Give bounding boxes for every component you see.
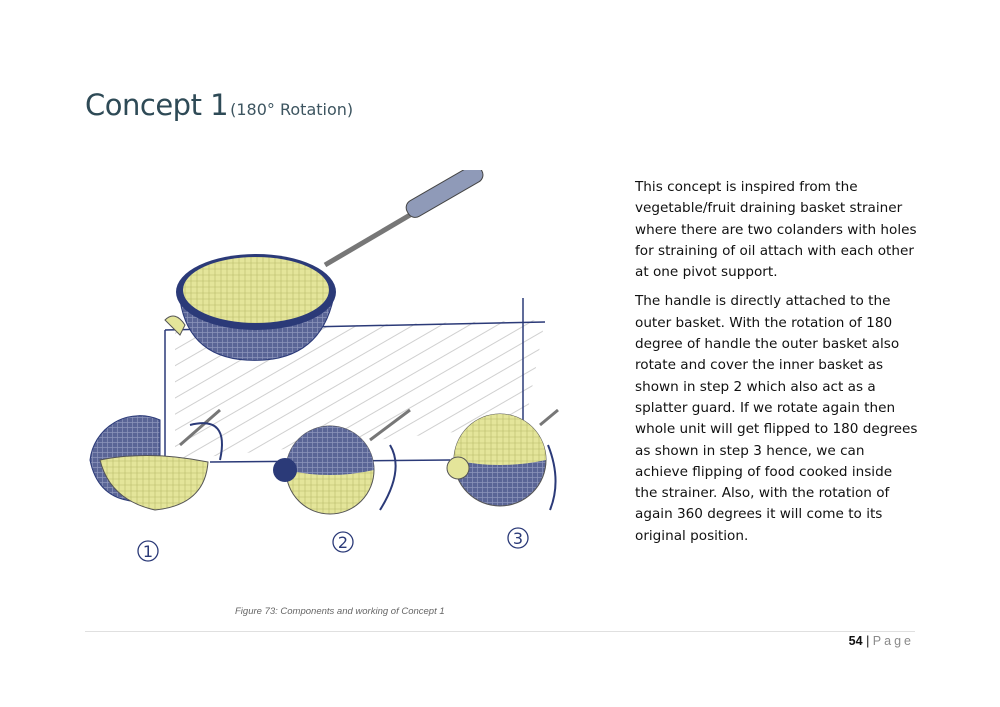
- figure-caption: Figure 73: Components and working of Con…: [235, 606, 445, 617]
- concept-description: This concept is inspired from the vegeta…: [635, 177, 925, 555]
- text-line: original position.: [635, 527, 749, 544]
- text-line: the strainer. Also, with the rotation of: [635, 485, 890, 502]
- text-line: vegetable/fruit draining basket strainer: [635, 200, 903, 217]
- text-line: splatter guard. If we rotate again then: [635, 399, 896, 416]
- step-label-1: 1: [143, 542, 153, 561]
- text-line: where there are two colanders with holes: [635, 221, 917, 238]
- text-line: again 360 degrees it will come to its: [635, 506, 883, 523]
- main-pan: [164, 170, 484, 361]
- paragraph-1: This concept is inspired from the vegeta…: [635, 177, 925, 283]
- title-main: Concept 1: [85, 88, 229, 122]
- text-line: This concept is inspired from the: [635, 179, 858, 195]
- text-line: achieve flipping of food cooked inside: [635, 463, 893, 480]
- footer-separator: |: [866, 634, 870, 648]
- footer-divider: [85, 631, 915, 632]
- text-line: outer basket. With the rotation of 180: [635, 314, 893, 331]
- page-footer: 54 | Page: [849, 634, 914, 648]
- text-line: as shown in step 3 hence, we can: [635, 442, 865, 459]
- step-3-sketch: [446, 408, 559, 511]
- page-word: Page: [872, 634, 914, 648]
- text-line: at one pivot support.: [635, 264, 778, 281]
- title-subtitle: (180° Rotation): [230, 100, 354, 119]
- text-line: rotate and cover the inner basket as: [635, 357, 884, 374]
- step-label-2: 2: [338, 533, 348, 552]
- text-line: shown in step 2 which also act as a: [635, 378, 876, 395]
- text-line: The handle is directly attached to the: [635, 293, 891, 310]
- paragraph-2: The handle is directly attached to the o…: [635, 291, 925, 547]
- concept-sketch-illustration: 1 2 3: [89, 170, 559, 562]
- step-label-3: 3: [513, 529, 523, 548]
- page-number: 54: [848, 634, 863, 648]
- text-line: for straining of oil attach with each ot…: [635, 242, 914, 259]
- step-2-sketch: [273, 408, 411, 515]
- page-title: Concept 1(180° Rotation): [85, 88, 353, 122]
- text-line: whole unit will get flipped to 180 degre…: [635, 421, 918, 438]
- step-1-sketch: [89, 408, 223, 511]
- text-line: degree of handle the outer basket also: [635, 336, 900, 353]
